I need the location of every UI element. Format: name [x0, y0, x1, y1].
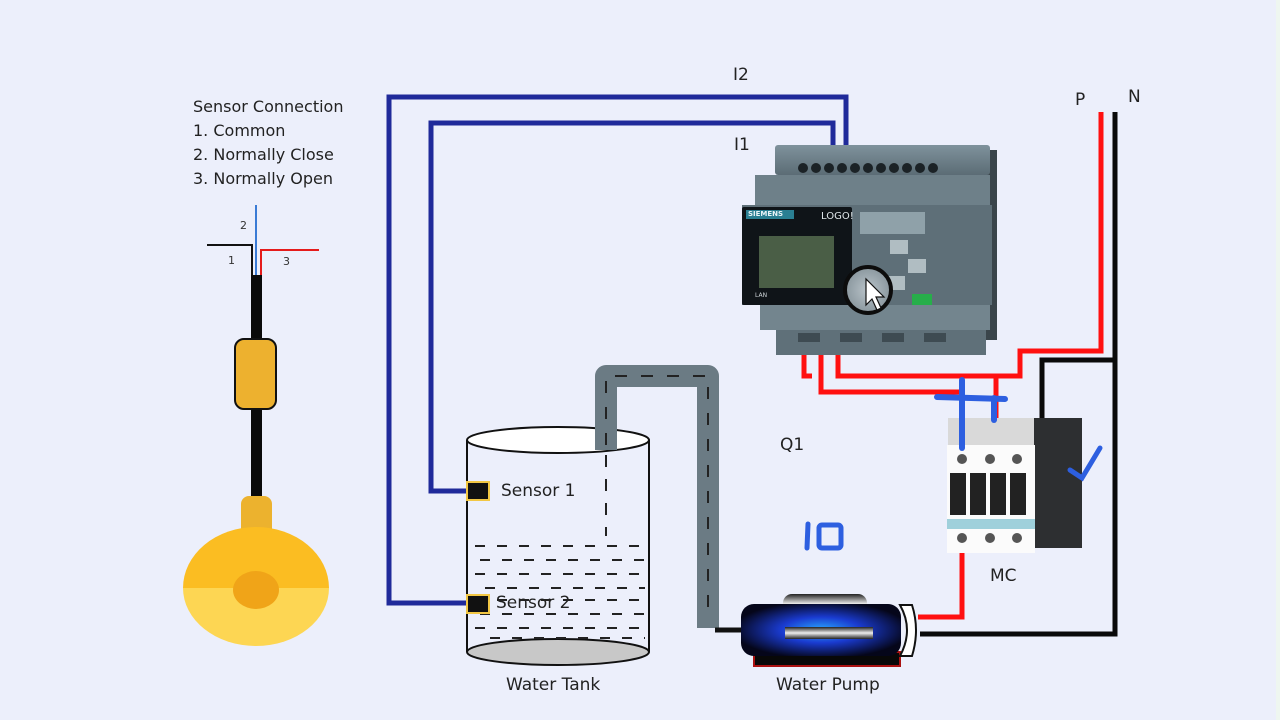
wire-phase	[835, 112, 1104, 379]
wire-label-1: 1	[228, 254, 235, 267]
float-ball-center	[233, 571, 279, 609]
input-terminals	[798, 163, 938, 173]
water-pipe	[595, 365, 745, 633]
wire-i2	[386, 94, 849, 606]
plc-brand: SIEMENS	[748, 210, 784, 218]
sensor-1-label: Sensor 1	[501, 481, 576, 501]
sensor-connection-legend: Sensor Connection 1. Common 2. Normally …	[193, 95, 343, 191]
wire-q1-a	[801, 348, 812, 379]
water-pump-label: Water Pump	[776, 675, 880, 695]
float-weight	[234, 338, 277, 410]
wire-normally-open	[260, 249, 319, 280]
mouse-cursor-icon	[865, 277, 886, 311]
plc-model: LOGO!	[821, 211, 854, 222]
float-ball-bottom	[183, 588, 329, 646]
wire-neutral	[920, 112, 1118, 637]
power-label-neutral: N	[1128, 87, 1141, 107]
sensor-2-pad	[466, 594, 490, 614]
wire-label-3: 3	[283, 255, 290, 268]
water-tank-label: Water Tank	[506, 675, 601, 695]
sensor-1-pad	[466, 481, 490, 501]
legend-item-normally-open: 3. Normally Open	[193, 169, 333, 188]
float-switch	[183, 205, 329, 646]
power-label-phase: P	[1075, 90, 1086, 110]
sensor-2-label: Sensor 2	[496, 593, 571, 613]
wire-q1-b	[818, 348, 965, 430]
plc-lcd	[759, 236, 834, 288]
edge-strip	[1276, 0, 1280, 720]
annotation-marks	[804, 377, 1103, 551]
wire-mc-to-pump	[918, 545, 965, 620]
plc-logo	[742, 145, 997, 355]
contactor-label: MC	[990, 566, 1017, 586]
legend-item-normally-close: 2. Normally Close	[193, 145, 334, 164]
tank-top	[466, 426, 650, 454]
wire-common	[207, 244, 253, 280]
tank-bottom	[466, 638, 650, 666]
water-level	[475, 545, 645, 639]
signal-label-i2: I2	[733, 65, 749, 85]
contactor	[947, 418, 1082, 553]
legend-title: Sensor Connection	[193, 97, 344, 116]
water-pump	[741, 594, 917, 667]
signal-label-i1: I1	[734, 135, 750, 155]
plc-lan-port: LAN	[755, 292, 768, 299]
plc-brand-badge	[746, 210, 794, 219]
wire-coil-neutral	[1039, 357, 1115, 420]
wire-label-2: 2	[240, 219, 247, 232]
wire-i1	[428, 120, 836, 494]
legend-item-common: 1. Common	[193, 121, 286, 140]
water-tank	[466, 426, 650, 666]
signal-label-q1: Q1	[780, 435, 805, 455]
float-ball-top	[183, 527, 329, 588]
